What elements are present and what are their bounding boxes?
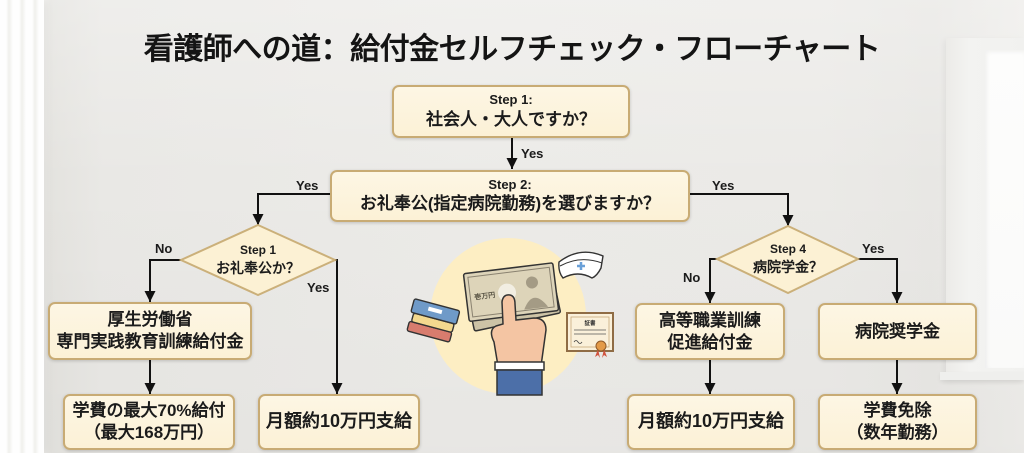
certificate-icon: 証書: [566, 312, 614, 358]
curtain: [0, 0, 44, 453]
hospital-result-line-1: 学費免除: [863, 401, 932, 421]
service-result-line-1: 月額約10万円支給: [265, 411, 413, 432]
connector-left-yes: [331, 259, 343, 394]
step2-question: お礼奉公(指定病院勤務)を選びますか？: [359, 194, 661, 214]
mhlw-benefit-line-2: 専門実践教育訓練給付金: [56, 332, 244, 351]
hospital-scholarship-box: 病院奨学金: [818, 303, 977, 360]
edge-label-left-no: No: [155, 241, 173, 256]
hospital-result-box: 学費免除 （数年勤務）: [818, 394, 977, 450]
mhlw-result-line-1: 学費の最大70%給付: [72, 401, 226, 421]
edge-label-step1-yes: Yes: [521, 146, 544, 161]
edge-label-left-yes: Yes: [307, 280, 330, 295]
mhlw-result-line-2: （最大168万円）: [83, 423, 215, 442]
step2-box: Step 2: お礼奉公(指定病院勤務)を選びますか？: [330, 170, 690, 222]
edge-label-right-no: No: [683, 270, 701, 285]
nurse-cap-icon: [558, 251, 604, 279]
decision-right-step: Step 4: [769, 242, 806, 257]
page-title: 看護師への道：給付金セルフチェック・フローチャート: [143, 33, 881, 66]
hospital-scholarship-line-1: 病院奨学金: [855, 321, 940, 341]
decision-left-question: お礼奉公か？: [216, 259, 300, 276]
service-result-box: 月額約10万円支給: [258, 394, 420, 450]
connector-left-no: [144, 259, 181, 302]
vocational-result-box: 月額約10万円支給: [627, 394, 795, 450]
decision-right-question: 病院学金？: [753, 258, 823, 275]
books-icon: [406, 298, 461, 343]
hospital-result-line-2: （数年勤務）: [846, 423, 949, 442]
certificate-title: 証書: [584, 319, 596, 327]
connector-right-yes: [857, 258, 903, 303]
mhlw-benefit-box: 厚生労働省 専門実践教育訓練給付金: [48, 302, 252, 360]
connector-step2-right: [690, 193, 794, 226]
connector-right-no: [704, 258, 717, 303]
decision-left-diamond: [178, 223, 338, 297]
illustration: 壱万円 証書: [406, 238, 614, 396]
edge-label-step2-left-yes: Yes: [296, 178, 319, 193]
vocational-benefit-box: 高等職業訓練 促進給付金: [635, 303, 785, 360]
step1-question: 社会人・大人ですか？: [426, 109, 596, 129]
mhlw-benefit-line-1: 厚生労働省: [107, 310, 193, 330]
connector-step2-left: [252, 193, 330, 225]
bill-text: 壱万円: [474, 290, 496, 301]
decision-right-text: Step 4 病院学金？: [728, 235, 848, 283]
mhlw-result-box: 学費の最大70%給付 （最大168万円）: [63, 394, 235, 450]
decision-left-step: Step 1: [239, 243, 276, 258]
step1-label: Step 1:: [489, 92, 533, 108]
decision-left-text: Step 1 お礼奉公か？: [198, 236, 318, 284]
window-sill: [940, 372, 1024, 380]
edge-label-right-yes: Yes: [862, 241, 885, 256]
decision-right-diamond: [714, 224, 861, 295]
vocational-benefit-line-1: 高等職業訓練: [659, 310, 761, 330]
vocational-result-line-1: 月額約10万円支給: [637, 411, 785, 432]
step1-box: Step 1: 社会人・大人ですか？: [392, 85, 630, 138]
edge-label-step2-right-yes: Yes: [712, 178, 735, 193]
window-glass: [985, 50, 1024, 368]
step2-label: Step 2:: [488, 176, 532, 192]
vocational-benefit-line-2: 促進給付金: [667, 332, 753, 352]
hand-icon: [490, 294, 547, 396]
